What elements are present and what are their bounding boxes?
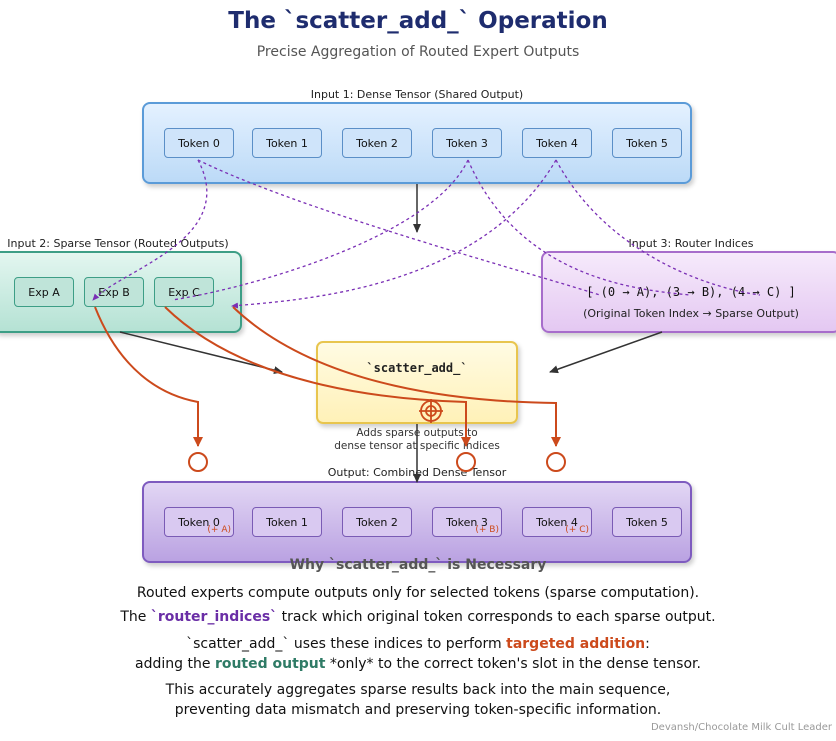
line3-suffix: : <box>645 635 650 652</box>
page-subtitle: Precise Aggregation of Routed Expert Out… <box>256 44 580 60</box>
output-addition-c: (+ C) <box>565 525 589 535</box>
line2-prefix: The <box>120 609 151 626</box>
dense-token-3: Token 3 <box>432 128 502 158</box>
dense-input-panel: Token 0 Token 1 Token 2 Token 3 Token 4 … <box>142 102 692 184</box>
footer-credit: Devansh/Chocolate Milk Cult Leader <box>650 722 832 733</box>
route-token0-to-indices <box>197 159 601 296</box>
explanation-line-3: `scatter_add_` uses these indices to per… <box>0 634 836 654</box>
routing-dotted-lines <box>92 159 761 309</box>
scatter-arrow-c <box>232 306 561 447</box>
explanation-body: Routed experts compute outputs only for … <box>0 583 836 721</box>
scatter-arrow-a <box>94 306 203 447</box>
scatter-add-box: `scatter_add_` <box>316 341 518 424</box>
target-circle-token0 <box>188 452 208 472</box>
crosshair-target-icon <box>419 399 443 423</box>
router-indices-caption: (Original Token Index → Sparse Output) <box>583 307 799 320</box>
output-token-0: Token 0(+ A) <box>164 507 234 537</box>
explanation-line-1: Routed experts compute outputs only for … <box>136 585 700 601</box>
router-indices-label: Input 3: Router Indices <box>628 237 754 250</box>
line4-prefix: adding the <box>135 655 215 672</box>
explanation-line-6: preventing data mismatch and preserving … <box>174 702 662 719</box>
scatter-arrow-b <box>164 306 471 447</box>
targeted-addition-keyword: targeted addition <box>506 635 646 652</box>
router-indices-keyword: `router_indices` <box>150 609 278 626</box>
output-addition-b: (+ B) <box>475 525 499 535</box>
page-title: The `scatter_add_` Operation <box>228 8 608 34</box>
sparse-to-scatter-arrow <box>119 331 283 374</box>
line4-suffix: *only* to the correct token's slot in th… <box>325 655 701 672</box>
dense-token-1: Token 1 <box>252 128 322 158</box>
route-token3-to-expb <box>171 159 469 301</box>
output-token-5: Token 5 <box>612 507 682 537</box>
expert-c: Exp C <box>154 277 214 307</box>
output-token-4-text: Token 4 <box>536 515 578 529</box>
scatter-arrows <box>94 306 561 447</box>
explanation-line-4: adding the routed output *only* to the c… <box>0 654 836 674</box>
explanation-line-2: The `router_indices` track which origina… <box>0 607 836 627</box>
output-token-3-text: Token 3 <box>446 515 488 529</box>
route-token4-to-indices <box>555 159 761 296</box>
output-token-0-text: Token 0 <box>178 515 220 529</box>
dense-input-label: Input 1: Dense Tensor (Shared Output) <box>310 88 524 101</box>
route-token4-to-expc <box>231 159 557 309</box>
output-addition-a: (+ A) <box>207 525 231 535</box>
line2-suffix: track which original token corresponds t… <box>277 609 716 626</box>
target-circle-token4 <box>546 452 566 472</box>
output-panel: Token 0(+ A) Token 1 Token 2 Token 3(+ B… <box>142 481 692 563</box>
output-token-3: Token 3(+ B) <box>432 507 502 537</box>
explanation-heading: Why `scatter_add_` is Necessary <box>289 557 547 573</box>
dense-token-0: Token 0 <box>164 128 234 158</box>
dense-token-2: Token 2 <box>342 128 412 158</box>
expert-b: Exp B <box>84 277 144 307</box>
output-token-2: Token 2 <box>342 507 412 537</box>
expert-a: Exp A <box>14 277 74 307</box>
route-token0-to-expa <box>92 159 208 301</box>
dense-token-5: Token 5 <box>612 128 682 158</box>
dense-token-4: Token 4 <box>522 128 592 158</box>
sparse-input-label: Input 2: Sparse Tensor (Routed Outputs) <box>7 237 229 250</box>
explanation-line-5: This accurately aggregates sparse result… <box>165 682 671 699</box>
scatter-add-label: `scatter_add_` <box>366 361 468 375</box>
route-token3-to-indices <box>467 159 691 296</box>
routed-output-keyword: routed output <box>214 655 326 672</box>
line3-prefix: `scatter_add_` uses these indices to per… <box>186 635 507 652</box>
output-token-1: Token 1 <box>252 507 322 537</box>
output-token-4: Token 4(+ C) <box>522 507 592 537</box>
indices-to-scatter-arrow <box>549 331 663 374</box>
target-circle-token3 <box>456 452 476 472</box>
